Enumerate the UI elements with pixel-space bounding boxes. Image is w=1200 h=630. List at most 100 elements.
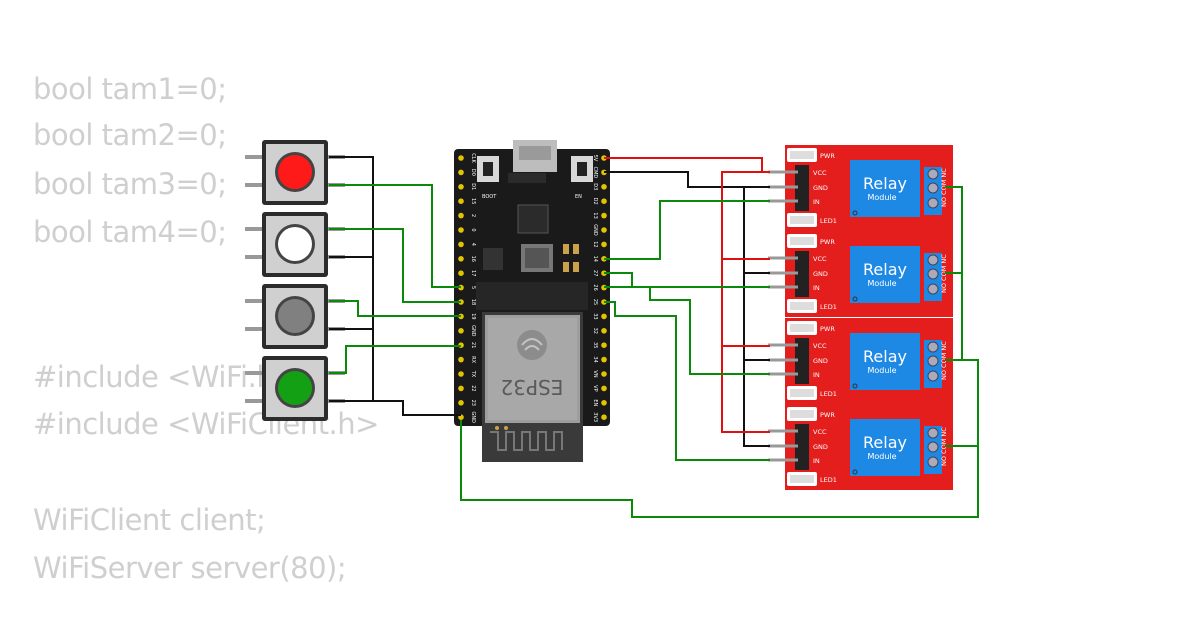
relay-vcc-label: VCC [813, 255, 827, 263]
esp32-pin-left[interactable] [458, 227, 464, 233]
esp32-pin-left[interactable] [458, 356, 464, 363]
en-label: EN [575, 194, 582, 200]
esp32-pin-left[interactable] [458, 371, 464, 377]
esp32-pin-right[interactable] [601, 241, 607, 248]
esp32-pin-label: 0 [470, 228, 476, 231]
relay-pwr-label: PWR [820, 152, 835, 160]
esp32-pin-label: 13 [592, 212, 598, 218]
code-line-7: WiFiClient client; [33, 503, 266, 537]
esp32-pin-label: D1 [470, 183, 476, 190]
esp32-pin-left[interactable] [458, 328, 464, 334]
esp32-pin-right[interactable] [601, 342, 607, 349]
code-line-3: bool tam3=0; [33, 167, 227, 201]
relay-led-label: LED1 [820, 217, 837, 225]
code-line-1: bool tam1=0; [33, 72, 227, 106]
code-line-2: bool tam2=0; [33, 118, 227, 152]
esp32-pin-label: 21 [470, 342, 476, 348]
esp32-pin-left[interactable] [458, 270, 464, 277]
esp32-pin-label: GND [470, 325, 476, 337]
wires-black [329, 156, 770, 447]
esp32-pin-left[interactable] [458, 212, 464, 219]
esp32-pin-label: 4 [470, 243, 476, 246]
esp32-pin-label: VN [592, 370, 598, 377]
esp32-pin-label: 25 [592, 299, 598, 305]
relay-terminal-label: NO COM NC [940, 341, 948, 380]
esp32-pin-right[interactable] [601, 414, 607, 421]
relay-gnd-label: GND [813, 270, 828, 278]
esp32-pin-label: EN [592, 399, 598, 406]
relay-led-label: LED1 [820, 476, 837, 484]
boot-label: BOOT [482, 194, 497, 200]
esp32-pin-label: VP [592, 385, 598, 391]
esp32-board[interactable]: BOOT EN ESP32 CLKD0D115204161751819GND21… [454, 140, 610, 462]
chip-label: ESP32 [501, 375, 564, 399]
relay-in-label: IN [813, 198, 820, 206]
esp32-pin-right[interactable] [601, 198, 607, 204]
esp32-pin-right[interactable] [601, 313, 607, 320]
esp32-pin-label: GND [592, 224, 598, 236]
esp32-pin-right[interactable] [601, 385, 607, 392]
relay-in-label: IN [813, 284, 820, 292]
push-button-green[interactable] [245, 356, 345, 421]
esp32-pin-label: D0 [470, 169, 476, 176]
button-cap [278, 371, 312, 405]
esp32-pin-label: 26 [592, 284, 598, 290]
relay-pwr-label: PWR [820, 238, 835, 246]
esp32-pin-left[interactable] [458, 184, 464, 190]
relay-gnd-label: GND [813, 443, 828, 451]
relay-title: Relay [863, 260, 907, 279]
esp32-pin-label: 22 [470, 385, 476, 391]
relay-vcc-label: VCC [813, 169, 827, 177]
esp32-pin-right[interactable] [601, 227, 607, 233]
relay-title: Relay [863, 174, 907, 193]
esp32-pin-left[interactable] [458, 255, 464, 262]
relay-terminal-label: NO COM NC [940, 427, 948, 466]
esp32-pin-label: 5 [470, 286, 476, 289]
relay-vcc-label: VCC [813, 428, 827, 436]
esp32-pin-left[interactable] [458, 169, 464, 176]
esp32-pin-left[interactable] [458, 155, 464, 161]
push-button-red[interactable] [245, 140, 345, 205]
esp32-pin-left[interactable] [458, 400, 464, 406]
esp32-pin-left[interactable] [458, 198, 464, 204]
relay-in-label: IN [813, 371, 820, 379]
esp32-pin-label: 17 [470, 270, 476, 276]
relay-terminal-label: NO COM NC [940, 254, 948, 293]
esp32-pin-label: CMD [592, 167, 598, 179]
code-line-8: WiFiServer server(80); [33, 551, 347, 585]
esp32-pin-left[interactable] [458, 385, 464, 392]
esp32-pin-label: 19 [470, 313, 476, 319]
esp32-pin-label: CLK [470, 153, 476, 163]
esp32-pin-label: 14 [592, 256, 598, 262]
esp32-pin-label: 23 [470, 400, 476, 406]
esp32-pin-right[interactable] [601, 184, 607, 190]
esp32-pin-label: RX [470, 356, 476, 363]
push-button-gray[interactable] [245, 284, 345, 349]
esp32-pin-left[interactable] [458, 241, 464, 248]
relay-title: Relay [863, 347, 907, 366]
esp32-pin-label: 2 [470, 214, 476, 217]
esp32-pin-right[interactable] [601, 356, 607, 363]
esp32-pin-label: 32 [592, 328, 598, 334]
esp32-pin-right[interactable] [601, 371, 607, 377]
code-line-4: bool tam4=0; [33, 215, 227, 249]
relay-gnd-label: GND [813, 184, 828, 192]
esp32-pin-right[interactable] [601, 328, 607, 334]
esp32-pin-label: 35 [592, 342, 598, 348]
esp32-pin-label: 18 [470, 299, 476, 305]
push-button-white[interactable] [245, 212, 345, 277]
relay-pwr-label: PWR [820, 411, 835, 419]
esp32-pin-label: 5V [592, 155, 598, 162]
esp32-pin-right[interactable] [601, 212, 607, 219]
esp32-pin-right[interactable] [601, 400, 607, 406]
button-cap [278, 299, 312, 333]
esp32-pin-label: 34 [592, 356, 598, 362]
button-cap [278, 155, 312, 189]
esp32-pin-label: 15 [470, 198, 476, 204]
relay-subtitle: Module [867, 279, 896, 288]
